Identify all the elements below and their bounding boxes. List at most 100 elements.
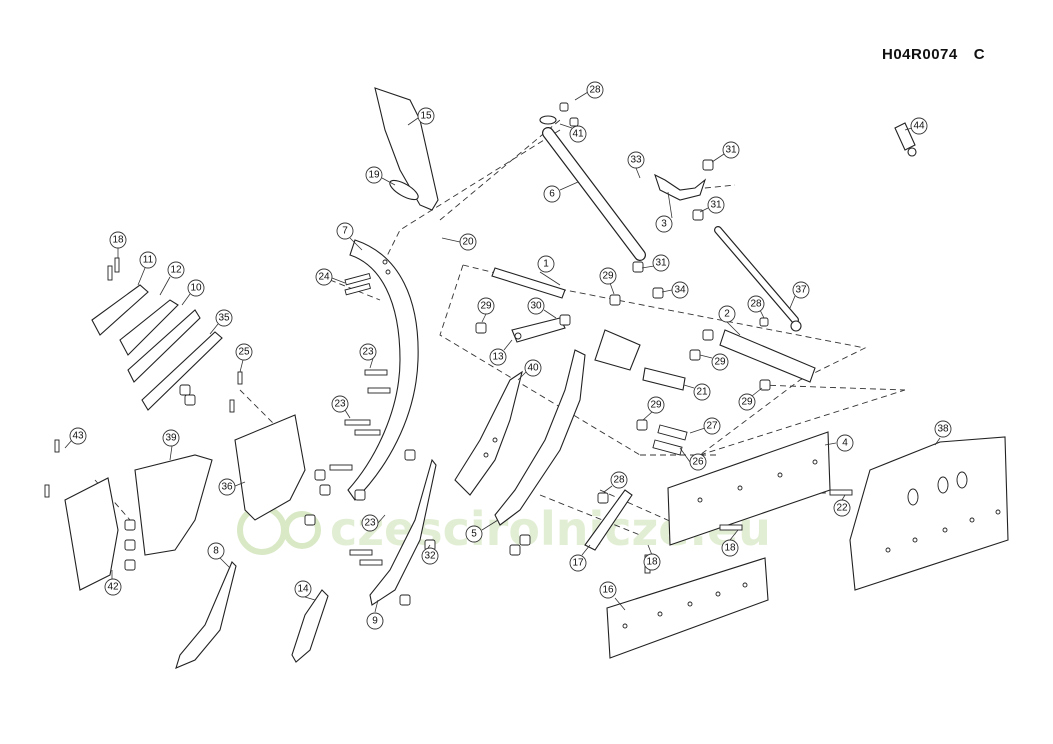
callout-10: 10: [181, 279, 205, 306]
part-21-bolt: [642, 367, 686, 391]
part-37-rod: [714, 226, 802, 332]
part-17-plate: [584, 489, 633, 551]
part-2-link-bar: [719, 329, 816, 383]
part-1-pin: [491, 267, 566, 299]
callout-42: 42: [104, 570, 122, 596]
svg-text:29: 29: [741, 397, 753, 408]
svg-text:12: 12: [170, 265, 182, 276]
part-15-upper-tine: [374, 87, 439, 211]
callout-44: 44: [904, 117, 928, 135]
callout-23-top: 23: [359, 343, 377, 369]
part-44-fitting: [894, 122, 917, 157]
callout-7: 7: [336, 222, 363, 251]
callout-29-d: 29: [738, 387, 763, 411]
part-11-tip: [91, 284, 149, 336]
callout-26: 26: [679, 447, 707, 471]
svg-text:1: 1: [543, 259, 549, 270]
part-16-bottom-plate: [606, 557, 769, 659]
svg-text:26: 26: [692, 457, 704, 468]
part-7-curved-shank: [347, 239, 419, 501]
callout-2: 2: [718, 305, 741, 336]
svg-text:5: 5: [471, 529, 477, 540]
callout-28-top: 28: [574, 81, 604, 101]
callout-6: 6: [543, 181, 579, 203]
part-5-frame-plate: [494, 329, 641, 526]
svg-text:15: 15: [420, 111, 432, 122]
callout-21: 21: [683, 383, 711, 401]
callout-13: 13: [489, 339, 513, 366]
callout-31-top: 31: [711, 141, 740, 163]
part-42-shield: [64, 477, 119, 591]
part-36-shield: [234, 414, 306, 521]
part-40-blade: [454, 370, 523, 496]
callout-9: 9: [366, 599, 384, 630]
svg-text:14: 14: [297, 584, 309, 595]
svg-text:24: 24: [318, 272, 330, 283]
callout-5: 5: [465, 519, 499, 543]
callout-29-a: 29: [477, 297, 495, 323]
callout-23-mid: 23: [331, 395, 351, 419]
svg-text:31: 31: [710, 200, 722, 211]
part-14-blade: [291, 589, 329, 663]
svg-text:22: 22: [836, 503, 848, 514]
callout-4: 4: [824, 434, 854, 452]
callout-28-mid: 28: [747, 295, 765, 319]
svg-text:44: 44: [913, 121, 925, 132]
svg-text:21: 21: [696, 387, 708, 398]
svg-text:6: 6: [549, 189, 555, 200]
svg-text:30: 30: [530, 301, 542, 312]
svg-text:37: 37: [795, 285, 807, 296]
svg-text:23: 23: [364, 518, 376, 529]
svg-text:28: 28: [589, 85, 601, 96]
drawing-revision: C: [973, 46, 986, 63]
callout-24: 24: [315, 268, 346, 286]
svg-text:3: 3: [661, 219, 667, 230]
svg-text:43: 43: [72, 431, 84, 442]
callout-18-top: 18: [109, 231, 127, 258]
svg-text:31: 31: [655, 258, 667, 269]
svg-text:2: 2: [724, 309, 730, 320]
callout-25: 25: [235, 343, 253, 373]
svg-text:29: 29: [650, 400, 662, 411]
svg-text:18: 18: [724, 543, 736, 554]
callout-11: 11: [137, 251, 157, 286]
callout-14: 14: [294, 580, 316, 601]
callout-40: 40: [517, 359, 542, 381]
svg-text:36: 36: [221, 482, 233, 493]
part-6-cylinder: [539, 115, 646, 261]
svg-text:11: 11: [143, 255, 154, 266]
part-35-tip: [141, 331, 223, 411]
callout-33: 33: [627, 151, 645, 179]
callout-20: 20: [441, 233, 477, 251]
fasteners: [44, 102, 853, 606]
svg-text:39: 39: [165, 433, 177, 444]
svg-text:33: 33: [630, 155, 642, 166]
callout-labels: 1 2 3 4 5 6 7 8 9 10 11 12 13 14 15 16 1…: [64, 81, 952, 630]
callout-27: 27: [689, 417, 721, 435]
callout-19: 19: [365, 166, 396, 186]
svg-text:20: 20: [462, 237, 474, 248]
callout-31-mid: 31: [699, 196, 725, 214]
callout-41: 41: [559, 123, 587, 143]
callout-22: 22: [833, 494, 851, 517]
callout-28-low: 28: [603, 471, 628, 493]
callout-3: 3: [655, 191, 673, 233]
part-12-tip: [119, 299, 179, 356]
svg-text:7: 7: [342, 226, 348, 237]
svg-text:19: 19: [368, 170, 380, 181]
callout-17: 17: [569, 544, 591, 572]
svg-text:42: 42: [107, 582, 119, 593]
svg-text:8: 8: [213, 546, 219, 557]
svg-text:32: 32: [424, 551, 436, 562]
svg-text:29: 29: [714, 357, 726, 368]
svg-text:34: 34: [674, 285, 686, 296]
callout-29-e: 29: [642, 396, 665, 421]
svg-text:29: 29: [602, 271, 614, 282]
callout-8: 8: [207, 542, 231, 569]
part-39-shield: [134, 454, 213, 556]
callout-32: 32: [421, 544, 439, 565]
callout-29-b: 29: [599, 267, 617, 295]
callout-1: 1: [537, 255, 561, 286]
callout-31-low: 31: [641, 254, 670, 272]
